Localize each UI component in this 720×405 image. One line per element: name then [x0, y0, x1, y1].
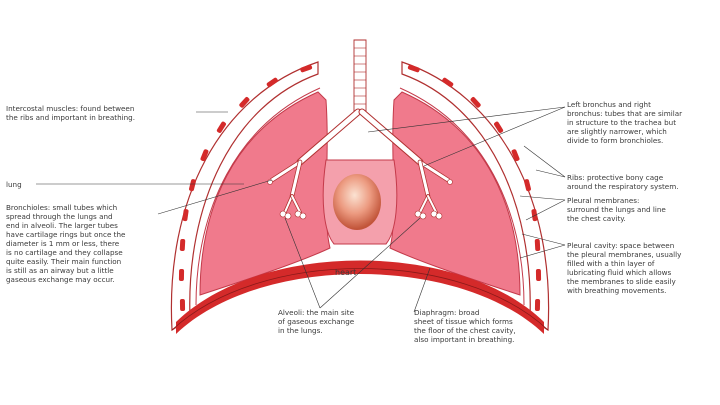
- alveoli: [267, 179, 453, 220]
- bronchus-label: Left bronchus and right bronchus: tubes …: [567, 100, 683, 145]
- ribs-right: [407, 64, 542, 311]
- pleural-membranes-label: Pleural membranes: surround the lungs an…: [567, 196, 666, 223]
- diaphragm: [171, 260, 549, 334]
- right-bronchus: [358, 108, 451, 214]
- alveoli-label: Alveoli: the main site of gaseous exchan…: [278, 308, 355, 335]
- right-lung: [389, 91, 521, 296]
- diaphragm-label: Diaphragm: broad sheet of tissue which f…: [414, 308, 516, 344]
- ribs-label: Ribs: protective bony cage around the re…: [567, 173, 679, 191]
- bronchioles-label: Bronchioles: small tubes which spread th…: [6, 203, 126, 284]
- pleural-cavity-label: Pleural cavity: space between the pleura…: [567, 241, 682, 295]
- trachea: [353, 39, 367, 113]
- pleural-membranes: [195, 87, 525, 306]
- heart-label: heart: [335, 268, 357, 277]
- leader-lines: [36, 106, 566, 313]
- left-lung: [199, 91, 331, 296]
- lung-label: lung: [6, 180, 22, 189]
- intercostal-label: Intercostal muscles: found between the r…: [6, 104, 136, 122]
- ribs-left: [178, 64, 313, 311]
- heart: [333, 174, 381, 230]
- left-bronchus: [269, 108, 362, 214]
